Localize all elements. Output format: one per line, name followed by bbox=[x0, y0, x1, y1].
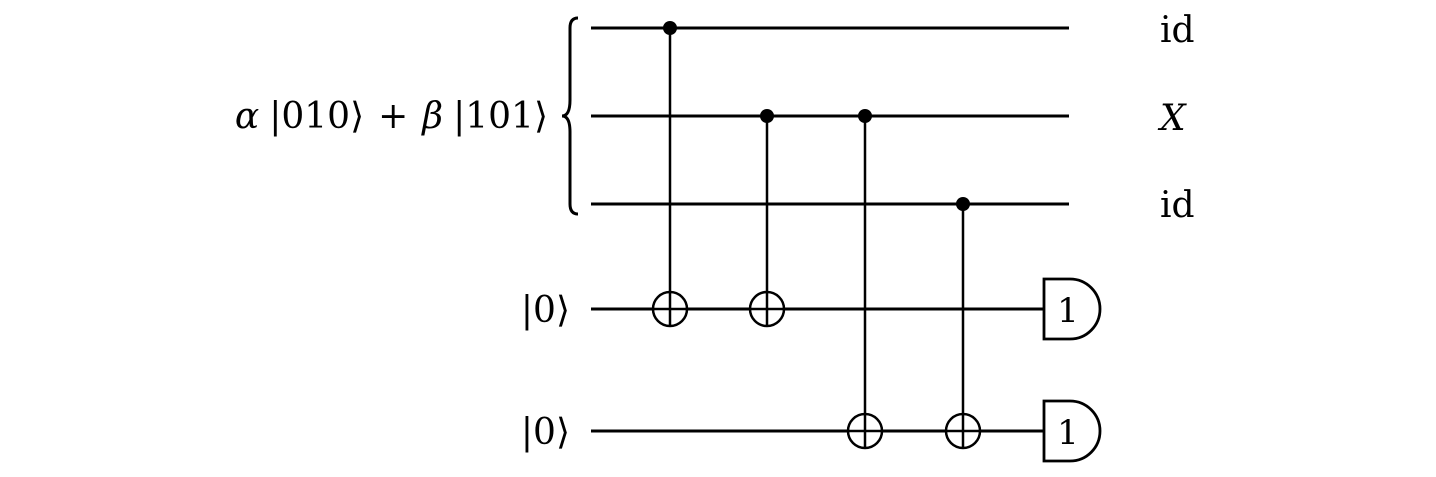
cnot-gate-3 bbox=[846, 109, 884, 450]
input-state-label: α|010⟩ + β|101⟩ bbox=[235, 96, 548, 137]
ancilla-label-1: |0⟩ bbox=[521, 290, 570, 331]
cnot-gate-4 bbox=[944, 197, 982, 450]
measurement-box bbox=[1042, 277, 1102, 341]
input-brace bbox=[561, 16, 579, 216]
control-dot bbox=[956, 197, 970, 211]
measurement-result: 1 bbox=[1057, 291, 1079, 331]
cnot-gate-1 bbox=[651, 21, 689, 328]
alpha-symbol: α bbox=[235, 96, 259, 137]
ket-101: |101⟩ bbox=[453, 96, 548, 137]
control-dot bbox=[858, 109, 872, 123]
ancilla-label-2: |0⟩ bbox=[521, 412, 570, 453]
output-label-qubit-1: id bbox=[1160, 10, 1195, 51]
output-label-qubit-2: X bbox=[1157, 98, 1187, 139]
measurement-ancilla-2: 1 bbox=[1042, 399, 1102, 463]
cnot-gate-2 bbox=[748, 109, 786, 328]
measurement-ancilla-1: 1 bbox=[1042, 277, 1102, 341]
output-label-qubit-3: id bbox=[1160, 185, 1195, 226]
control-dot bbox=[760, 109, 774, 123]
control-dot bbox=[663, 21, 677, 35]
measurement-result: 1 bbox=[1057, 413, 1079, 453]
plus-sign: + bbox=[378, 96, 408, 137]
measurement-box bbox=[1042, 399, 1102, 463]
ket-010: |010⟩ bbox=[269, 96, 364, 137]
beta-symbol: β bbox=[420, 96, 443, 137]
